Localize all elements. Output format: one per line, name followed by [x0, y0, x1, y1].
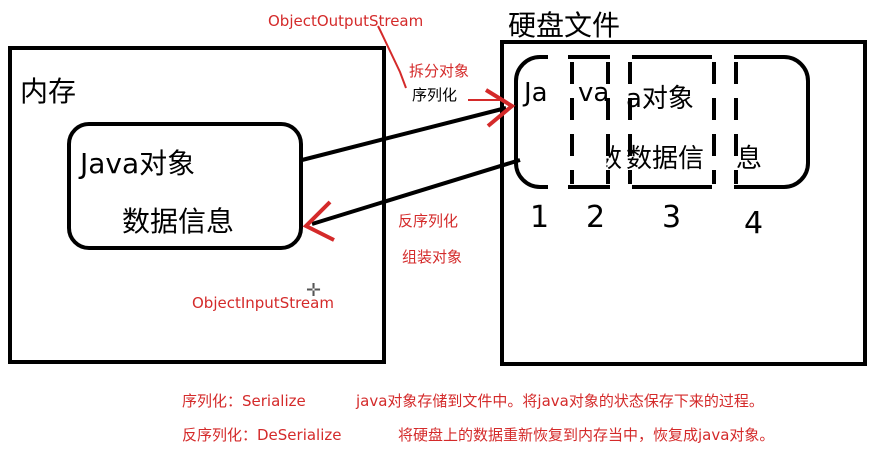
disk-text-va: va [578, 78, 610, 108]
serialize-note-desc: java对象存储到文件中。将java对象的状态保存下来的过程。 [356, 392, 764, 410]
disk-text-shu: 数 [596, 144, 623, 174]
disk-text-ja: Ja [524, 78, 548, 108]
serialize-label: 序列化 [412, 86, 458, 104]
disk-text-xi: 息 [736, 144, 763, 174]
disk-title: 硬盘文件 [508, 9, 621, 42]
split-object-label: 拆分对象 [409, 62, 470, 80]
segment-number-3: 3 [662, 200, 682, 235]
serialize-arrowhead [484, 88, 516, 128]
memory-object-label: Java对象 [80, 147, 196, 180]
dash-gap [548, 52, 568, 64]
memory-box [8, 46, 386, 364]
segment-number-4: 4 [744, 206, 764, 241]
dash-gap [712, 180, 734, 192]
deserialize-arrowhead [302, 200, 335, 242]
segment-number-1: 1 [530, 200, 550, 235]
serialize-note-term: 序列化：Serialize [182, 392, 306, 410]
disk-text-a-object: a对象 [626, 84, 694, 114]
memory-object-box [67, 122, 303, 250]
dash-gap [610, 52, 632, 64]
output-stream-pointer [377, 25, 407, 89]
deserialize-note-desc: 将硬盘上的数据重新恢复到内存当中，恢复成java对象。 [398, 426, 775, 444]
memory-object-data: 数据信息 [122, 205, 235, 238]
deserialize-label: 反序列化 [398, 212, 459, 230]
memory-title: 内存 [20, 75, 77, 108]
deserialize-note-term: 反序列化：DeSerialize [182, 426, 342, 444]
dash-gap [610, 180, 632, 192]
assemble-object-label: 组装对象 [402, 248, 463, 266]
input-stream-label: ObjectInputStream [192, 294, 334, 312]
disk-box [500, 40, 867, 366]
serialize-arrow-line [301, 106, 507, 162]
disk-object-frame [514, 55, 810, 189]
dash-gap [548, 180, 568, 192]
disk-text-data: 数据信 [626, 144, 705, 174]
deserialize-arrow-line [311, 158, 521, 226]
output-stream-label: ObjectOutputStream [268, 12, 424, 30]
segment-number-2: 2 [586, 200, 606, 235]
dash-gap [712, 52, 734, 64]
cursor-icon: ✛ [306, 280, 322, 301]
